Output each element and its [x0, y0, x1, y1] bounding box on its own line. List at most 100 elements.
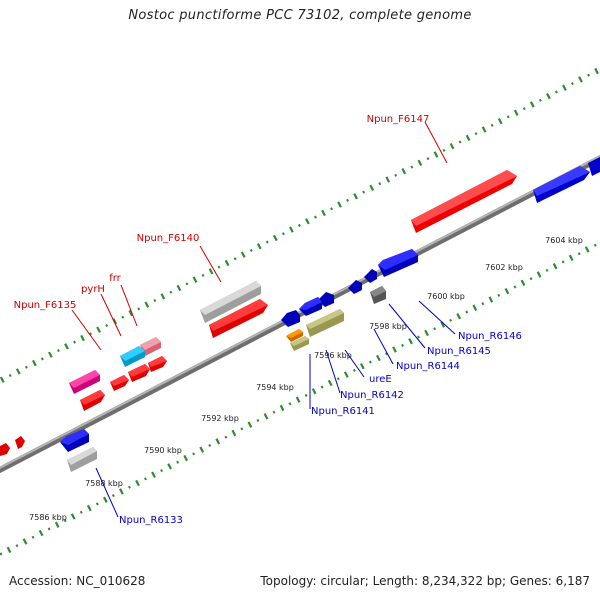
reverse-tick-mark	[552, 262, 558, 270]
forward-tick-mark	[208, 268, 214, 275]
forward-tick-mark	[176, 284, 182, 292]
reverse-tick-mark	[481, 302, 485, 306]
reverse-tick-mark	[63, 519, 67, 523]
gene-forward-red-small-3[interactable]	[110, 375, 129, 391]
reverse-tick-mark	[86, 504, 92, 512]
forward-tick-mark	[321, 209, 326, 217]
tick-label: 7596 kbp	[314, 351, 352, 360]
forward-strand-genes	[0, 157, 600, 456]
forward-tick-mark	[32, 359, 37, 367]
forward-tick-mark	[24, 365, 28, 369]
forward-tick-mark	[128, 309, 134, 317]
reverse-tick-mark	[417, 335, 420, 339]
forward-gene-labels: Npun_F6147 Npun_F6140 frr pyrH Npun_F613…	[14, 114, 430, 311]
gene-reverse-blue-6134[interactable]	[60, 429, 89, 452]
reverse-tick-mark	[279, 404, 285, 412]
forward-tick-mark	[89, 332, 92, 336]
forward-tick-mark	[513, 109, 519, 116]
gene-forward-red-6134[interactable]	[80, 390, 105, 411]
gene-forward-red-small-1[interactable]	[148, 356, 167, 372]
gene-forward-red-small-2[interactable]	[128, 364, 150, 382]
reverse-tick-mark	[22, 538, 28, 545]
forward-tick-mark	[506, 115, 510, 119]
reverse-tick-mark	[504, 287, 510, 295]
reverse-tick-mark	[135, 479, 140, 487]
forward-tick-mark	[426, 157, 430, 161]
gene-npun-r6144[interactable]	[370, 286, 386, 304]
forward-tick-mark	[497, 117, 503, 125]
reverse-tick-mark	[6, 546, 12, 553]
reverse-tick-mark	[327, 379, 333, 387]
leader-npun-f6135	[71, 309, 102, 351]
forward-tick-mark	[417, 159, 423, 167]
forward-tick-mark	[137, 307, 141, 311]
gene-forward-red-edge-2[interactable]	[0, 443, 10, 456]
gene-npun-f6140[interactable]	[200, 281, 261, 323]
reverse-tick-mark	[368, 360, 372, 364]
reverse-tick-mark	[440, 321, 445, 328]
label-npun-r6142: Npun_R6142	[340, 390, 404, 401]
gene-npun-r6146[interactable]	[378, 249, 418, 277]
forward-tick-mark	[353, 193, 358, 200]
forward-tick-mark	[105, 324, 109, 328]
reverse-tick-mark	[272, 410, 276, 414]
gene-reverse-blue-2[interactable]	[299, 297, 322, 316]
reverse-tick-mark	[111, 494, 115, 498]
reverse-tick-mark	[320, 385, 324, 389]
reverse-tick-mark	[151, 471, 156, 478]
forward-tick-mark	[112, 318, 118, 325]
forward-tick-mark	[330, 207, 333, 211]
tick-label: 7588 kbp	[85, 479, 123, 488]
leader-npun-r6145	[388, 303, 426, 349]
label-npun-r6145: Npun_R6145	[427, 346, 491, 357]
gene-npun-r6141[interactable]	[290, 336, 309, 351]
reverse-tick-mark	[529, 277, 533, 281]
forward-tick-mark	[185, 282, 189, 286]
reverse-tick-mark	[215, 438, 221, 445]
reverse-tick-mark	[70, 513, 76, 520]
reverse-tick-mark	[465, 310, 469, 314]
forward-tick-mark	[458, 140, 462, 144]
gene-frr[interactable]	[140, 337, 161, 356]
label-npun-f6135: Npun_F6135	[14, 300, 77, 311]
gene-forward-red-edge-1[interactable]	[15, 436, 25, 449]
accession-text: Accession: NC_010628	[9, 574, 146, 588]
forward-tick-mark	[40, 357, 44, 361]
forward-tick-mark	[369, 184, 375, 192]
gene-uree[interactable]	[306, 309, 344, 337]
gene-npun-f6135[interactable]	[69, 370, 100, 394]
reverse-tick-mark	[376, 354, 381, 362]
gene-npun-r6142[interactable]	[286, 329, 303, 342]
label-npun-f6140: Npun_F6140	[137, 233, 200, 244]
tick-label: 7594 kbp	[256, 383, 294, 392]
gene-forward-red-6141[interactable]	[209, 299, 268, 338]
reverse-tick-mark	[47, 527, 51, 531]
forward-tick-mark	[481, 126, 487, 133]
gene-npun-r6145[interactable]	[348, 269, 377, 294]
reverse-tick-mark	[593, 243, 597, 247]
reverse-tick-mark	[352, 368, 356, 372]
reverse-tick-mark	[224, 435, 228, 439]
reverse-tick-mark	[513, 285, 517, 289]
label-npun-r6133: Npun_R6133	[119, 515, 183, 526]
forward-tick-mark	[121, 315, 125, 319]
reverse-tick-mark	[256, 418, 260, 422]
forward-tick-mark	[96, 326, 101, 333]
gene-npun-r6133[interactable]	[67, 447, 97, 472]
leader-npun-f6147	[424, 121, 448, 164]
gene-reverse-blue-3[interactable]	[281, 310, 300, 327]
forward-tick-mark	[465, 134, 471, 141]
gene-pyrH[interactable]	[120, 346, 145, 367]
forward-tick-mark	[490, 123, 494, 127]
gene-forward-edge-blue[interactable]	[533, 157, 600, 203]
gene-npun-f6147[interactable]	[411, 170, 517, 233]
reverse-tick-mark	[199, 446, 205, 453]
reverse-tick-mark	[79, 510, 83, 514]
forward-tick-mark	[449, 142, 455, 150]
forward-tick-mark	[529, 101, 535, 108]
forward-tick-mark	[256, 243, 262, 250]
forward-tick-mark	[562, 84, 567, 91]
reverse-tick-mark	[288, 402, 292, 406]
label-frr: frr	[109, 273, 121, 284]
